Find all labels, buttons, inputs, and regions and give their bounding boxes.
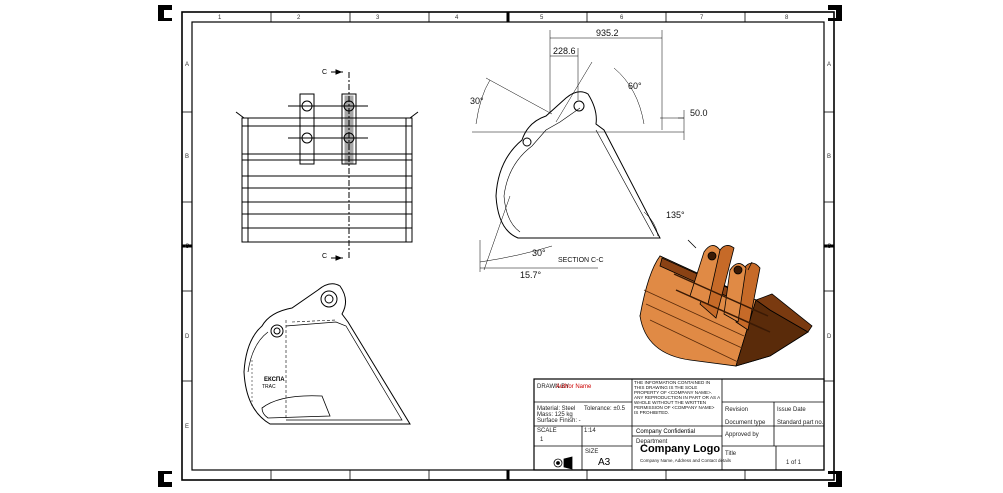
sheet-number: 1 <box>540 437 544 443</box>
zone-row-a-right: A <box>827 62 831 68</box>
zone-dividers <box>182 12 834 480</box>
dim-50-0: 50.0 <box>690 108 708 118</box>
title-block-text: DRAWN BY Author Name THE INFORMATION CON… <box>537 380 824 470</box>
sheet-count: 1 of 1 <box>786 460 802 466</box>
confidential-notice: THE INFORMATION CONTAINED IN THIS DRAWIN… <box>634 380 720 415</box>
cut-label-top: C <box>322 69 327 76</box>
title-label: Title <box>725 451 737 457</box>
bucket-decal: ЕКСПА TRAC <box>262 377 285 390</box>
author-name: Author Name <box>556 384 592 390</box>
department-label: Department <box>636 439 668 445</box>
size-value: A3 <box>598 457 611 468</box>
zone-col-8-top: 8 <box>785 15 789 21</box>
zone-row-d-left: D <box>185 334 190 340</box>
corner-marks <box>158 5 842 487</box>
cut-label-bottom: C <box>322 253 327 260</box>
centering-marks <box>182 12 834 480</box>
dim-30-deg-bottom: 30° <box>532 248 546 258</box>
scale-value: 1:14 <box>584 428 596 434</box>
zone-col-7-top: 7 <box>700 15 704 21</box>
isometric-shaded-view <box>639 239 813 367</box>
dim-60-deg: 60° <box>628 81 642 91</box>
revision-label: Revision <box>725 407 748 413</box>
section-view <box>472 30 685 272</box>
material-line-4: Tolerance: ±0.5 <box>584 406 626 412</box>
material-line-3: Surface Finish: - <box>537 418 581 424</box>
confidential-label: Company Confidential <box>636 429 695 435</box>
dim-935-2: 935.2 <box>596 28 619 38</box>
zone-row-b-left: B <box>185 154 189 160</box>
dim-15-7-deg: 15.7° <box>520 270 542 280</box>
zone-col-6-top: 6 <box>620 15 624 21</box>
zone-row-e-left: E <box>185 424 189 430</box>
issue-date-label: Issue Date <box>777 407 806 413</box>
material-line-1: Material: Steel <box>537 406 575 412</box>
isometric-line-view <box>243 283 411 425</box>
dim-228-6: 228.6 <box>553 46 576 56</box>
zone-row-a-left: A <box>185 62 189 68</box>
company-address: Company Name, Address and Contact detail… <box>640 458 732 463</box>
zone-row-d-right: D <box>827 334 832 340</box>
approved-by-label: Approved by <box>725 432 759 438</box>
drawn-by-label: DRAWN BY <box>537 384 569 390</box>
section-label: SECTION C-C <box>558 257 604 264</box>
standard-label: Standard part no. <box>777 420 824 426</box>
projection-symbol-icon <box>553 456 573 470</box>
title-block <box>533 378 825 471</box>
zone-row-c-left: C <box>185 244 190 250</box>
zone-col-2-top: 2 <box>297 15 301 21</box>
zone-col-4-top: 4 <box>455 15 459 21</box>
dim-30-deg-top: 30° <box>470 96 484 106</box>
svg-text:TRAC: TRAC <box>262 384 276 390</box>
size-label: SIZE <box>585 449 598 455</box>
zone-col-5-top: 5 <box>540 15 544 21</box>
document-type-label: Document type <box>725 420 766 426</box>
zone-col-3-top: 3 <box>376 15 380 21</box>
zone-row-b-right: B <box>827 154 831 160</box>
company-logo: Company Logo <box>640 443 720 455</box>
zone-col-1-top: 1 <box>218 15 222 21</box>
zone-labels: 1 2 3 4 5 6 7 8 A B C D E A B C D <box>185 15 832 430</box>
scale-label: SCALE <box>537 428 557 434</box>
front-view <box>235 69 419 261</box>
svg-text:ЕКСПА: ЕКСПА <box>264 377 285 383</box>
zone-row-c-right: C <box>827 244 832 250</box>
material-line-2: Mass: 125 kg <box>537 412 573 418</box>
dim-135-deg: 135° <box>666 210 685 220</box>
